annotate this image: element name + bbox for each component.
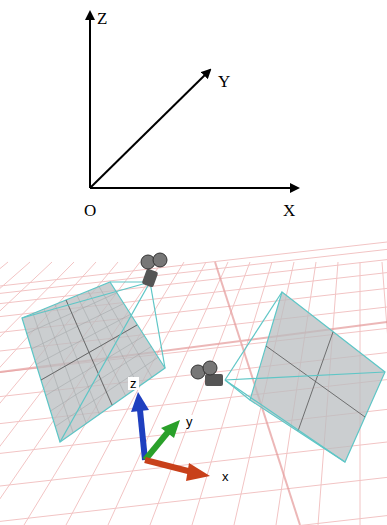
axis-tag: z: [128, 377, 139, 390]
axis-label: Y: [218, 73, 230, 90]
floor-grid: [0, 242, 387, 525]
left-camera: [22, 253, 167, 442]
axis-label: Z: [97, 10, 107, 27]
axes: [90, 12, 298, 188]
right-camera: [191, 292, 385, 462]
axis-tag: x: [220, 470, 231, 483]
axis-label: X: [283, 202, 295, 219]
grid-main-lines: [0, 262, 387, 525]
world-axes: [131, 392, 210, 481]
axis-tag: y: [184, 415, 195, 428]
axis-label: O: [84, 202, 96, 219]
